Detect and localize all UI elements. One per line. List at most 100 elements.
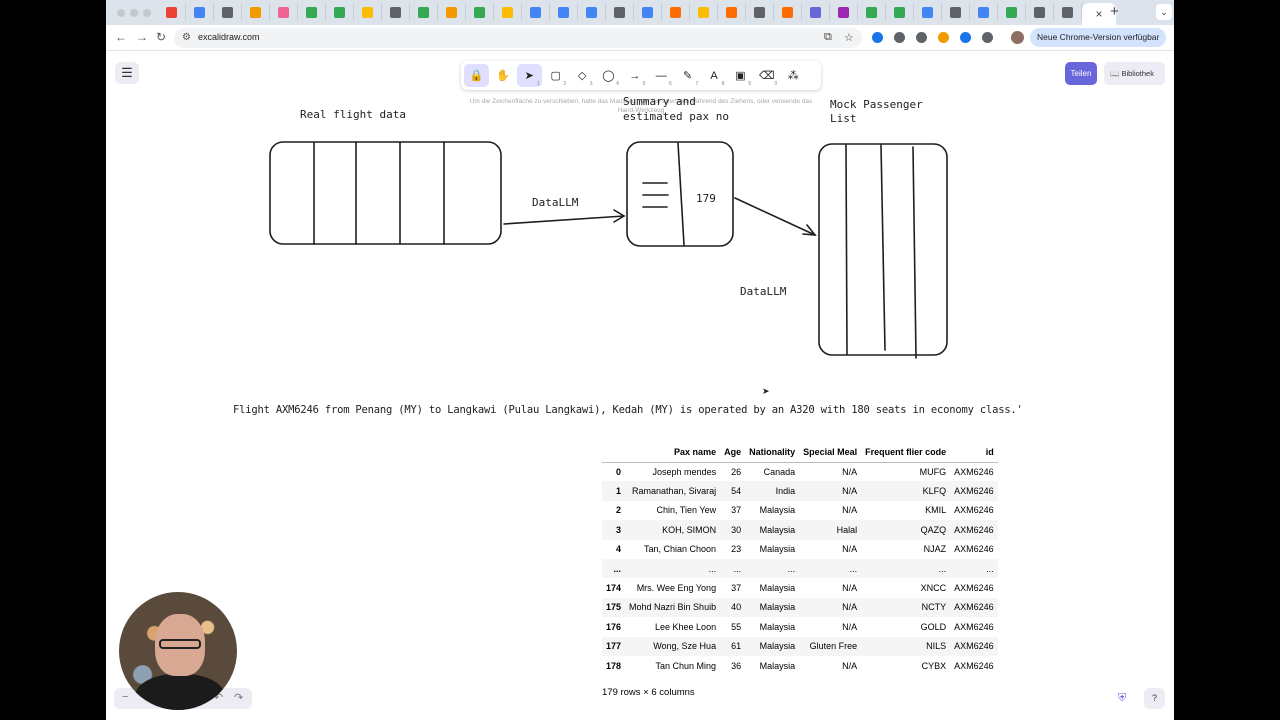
browser-tab[interactable] [466,3,494,21]
line-icon[interactable]: —6 [649,64,674,88]
maximize-window-dot[interactable] [143,9,151,17]
browser-tab[interactable] [522,3,550,21]
table-cell: Lee Khee Loon [655,621,717,632]
arrow2-label[interactable]: DataLLM [740,285,787,298]
browser-tab[interactable] [690,3,718,21]
back-icon[interactable]: ← [115,30,127,44]
browser-tab[interactable] [550,3,578,21]
browser-tab[interactable] [494,3,522,21]
library-button[interactable]: 📖 Bibliothek [1104,62,1165,85]
browser-tab[interactable] [746,3,774,21]
browser-tab[interactable] [858,3,886,21]
browser-tab[interactable] [998,3,1026,21]
active-tab[interactable]: × [1082,3,1116,25]
browser-tab[interactable] [158,3,186,21]
site-info-icon[interactable]: ⚙ [182,32,191,43]
close-tab-icon[interactable]: × [1095,7,1103,21]
rectangle-icon[interactable]: ▢2 [543,64,568,87]
main-menu-icon[interactable]: ☰ [115,62,139,84]
browser-tab[interactable] [606,3,634,21]
extension-icon[interactable] [872,32,883,43]
browser-tab[interactable] [326,3,354,21]
redo-icon[interactable]: ↷ [234,692,244,704]
extension-icon[interactable] [982,32,993,43]
summary-label-line2[interactable]: estimated pax no [623,110,729,123]
pax-count[interactable]: 179 [696,192,716,205]
tool-shortcut-number: 9 [748,81,751,87]
eraser-icon[interactable]: ⌫0 [754,64,779,87]
ellipse-icon[interactable]: ◯4 [596,64,621,87]
more-tools-icon[interactable]: ⁂ [781,64,806,87]
share-button[interactable]: Teilen [1065,62,1097,85]
minimize-window-dot[interactable] [130,9,138,17]
real-data-label[interactable]: Real flight data [300,108,406,121]
canvas-hint: Um die Zeichenfläche zu verschieben, hal… [469,98,813,114]
diamond-icon[interactable]: ◇3 [570,64,595,87]
table-cell: 37 [731,505,742,516]
arrow1-label[interactable]: DataLLM [532,196,579,209]
reload-icon[interactable]: ↻ [156,30,167,44]
url-text[interactable]: excalidraw.com [198,32,260,42]
browser-tab[interactable] [382,3,410,21]
browser-tab[interactable] [214,3,242,21]
browser-tab[interactable] [354,3,382,21]
browser-tab[interactable] [270,3,298,21]
browser-tab[interactable] [942,3,970,21]
browser-tab[interactable] [970,3,998,21]
selection-icon[interactable]: ➤1 [516,64,542,87]
mock-list-box[interactable] [818,143,948,356]
browser-tab[interactable] [410,3,438,21]
help-icon[interactable]: ? [1144,688,1165,709]
browser-tab[interactable] [662,3,690,21]
lock-icon[interactable]: 🔒 [464,64,489,87]
close-window-dot[interactable] [117,9,125,17]
chrome-update-button[interactable]: Neue Chrome-Version verfügbar ⋮ [1030,28,1166,61]
extension-icon[interactable] [938,32,949,43]
browser-tab[interactable] [242,3,270,21]
table-cell: Ramanathan, Sivaraj [625,481,721,501]
arrow-icon[interactable]: →5 [622,64,647,88]
zoom-out-icon[interactable]: − [122,691,129,703]
browser-tab[interactable] [718,3,746,21]
new-tab-button[interactable]: + [1110,3,1119,20]
browser-tab[interactable] [914,3,942,21]
table-cell: Wong, Sze Hua [625,636,721,656]
hand-icon[interactable]: ✋ [490,64,515,87]
table-cell: AXM6246 [950,520,998,540]
extension-icon[interactable] [894,32,905,43]
browser-tab[interactable] [1026,3,1054,21]
browser-tab[interactable] [886,3,914,21]
shield-icon[interactable]: ⛨ [1118,692,1127,704]
address-bar[interactable]: ⚙ excalidraw.com ⧉ ☆ [174,28,862,48]
browser-tab[interactable] [830,3,858,21]
flight-sentence[interactable]: Flight AXM6246 from Penang (MY) to Langk… [233,404,1023,416]
mock-label-line2[interactable]: List [830,112,857,125]
summary-box[interactable] [626,141,734,247]
forward-icon[interactable]: → [136,30,148,44]
extension-icon[interactable] [916,32,927,43]
browser-tab[interactable] [1054,3,1082,21]
extension-icon[interactable] [960,32,971,43]
install-app-icon[interactable]: ⧉ [824,31,832,43]
real-data-box[interactable] [269,141,502,245]
mock-label-line1[interactable]: Mock Passenger [830,98,923,111]
draw-icon[interactable]: ✎7 [675,64,700,87]
browser-tab[interactable] [634,3,662,21]
browser-tab[interactable] [774,3,802,21]
browser-tab[interactable] [438,3,466,21]
summary-label-line1[interactable]: Summary and [623,95,696,108]
browser-tab[interactable] [186,3,214,21]
browser-tab[interactable] [802,3,830,21]
tab-search-chevron-icon[interactable]: ⌄ [1156,4,1172,20]
browser-tab[interactable] [298,3,326,21]
profile-avatar[interactable] [1011,31,1024,44]
image-icon[interactable]: ▣9 [728,64,753,87]
bookmark-star-icon[interactable]: ☆ [844,32,854,44]
tab-favicon-icon [390,6,401,18]
column-header: Pax name [625,443,721,463]
browser-tab[interactable] [578,3,606,21]
